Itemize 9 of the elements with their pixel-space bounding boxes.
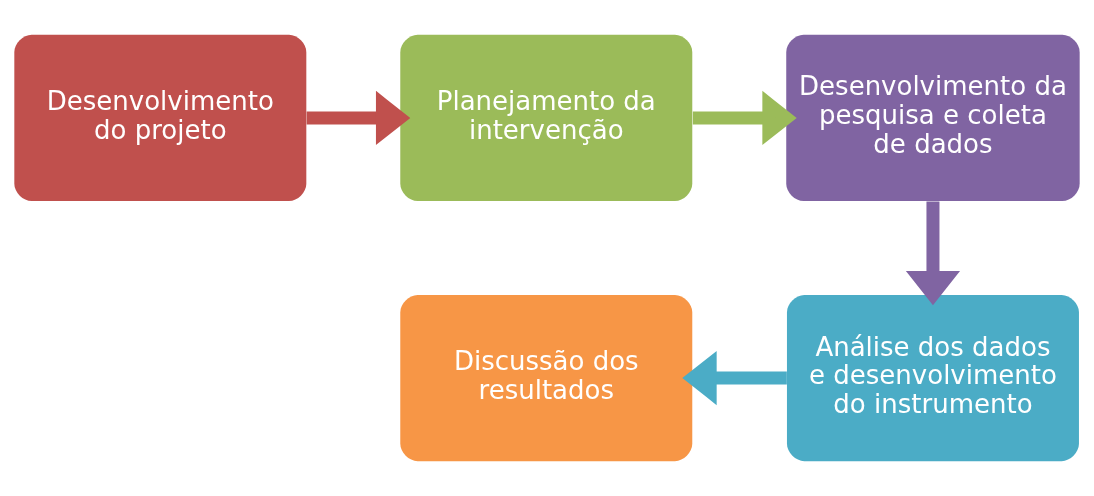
- node-box: Discussão dos resultados: [400, 295, 693, 462]
- node-box: Planejamento da intervenção: [400, 34, 693, 201]
- arrow: [306, 90, 411, 145]
- arrow: [692, 90, 797, 145]
- arrow: [905, 201, 961, 306]
- node-box: Desenvolvimento do projeto: [14, 34, 307, 201]
- node-box: Desenvolvimento da pesquisa e coleta de dados: [786, 34, 1080, 201]
- arrow: [682, 351, 787, 406]
- node-box: Análise dos dados e desenvolvimento do instrumento: [786, 295, 1079, 462]
